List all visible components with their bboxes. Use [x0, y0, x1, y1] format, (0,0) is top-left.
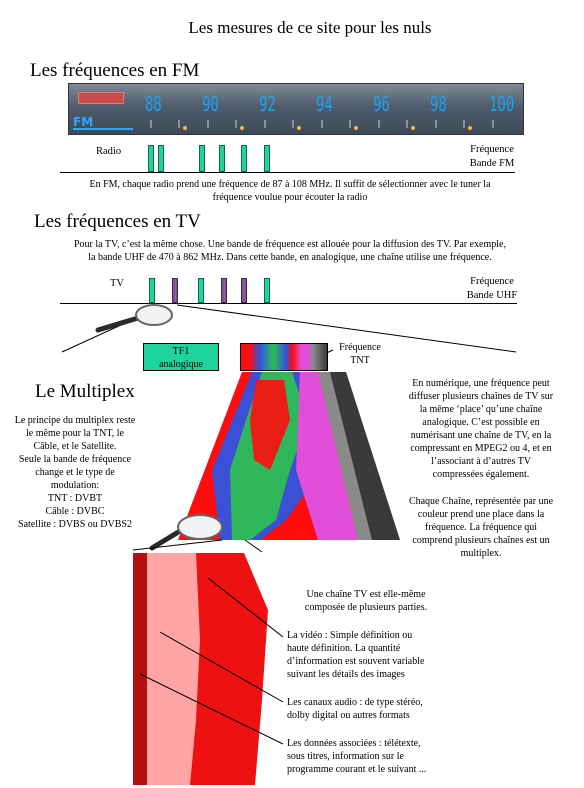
fm-station	[158, 145, 164, 172]
magnifier-icon	[149, 514, 223, 551]
multiplex-left-line: Câble : DVBC	[45, 506, 105, 517]
dial-ticks	[150, 120, 494, 130]
channel-intro-line: Une chaîne TV est elle-même	[306, 589, 426, 600]
tv-intro: Pour la TV, c’est la même chose. Une ban…	[30, 238, 550, 264]
tv-axis-label-line2: Bande UHF	[466, 289, 518, 301]
fm-caption-line1: En FM, chaque radio prend une fréquence …	[89, 179, 491, 190]
channel-audio-line: Les canaux audio : de type stéréo,	[287, 697, 423, 708]
dial-fm-label: FM	[73, 115, 94, 129]
tv-station-analog	[198, 278, 204, 303]
fm-station	[219, 145, 225, 172]
multiplex-right-line: l’associant à d’autres TV	[430, 456, 532, 467]
dial-number: 94	[316, 92, 333, 116]
multiplex-right-line: multiplex.	[460, 548, 502, 559]
multiplex-left-line: Satellite : DVBS ou DVBS2	[18, 519, 132, 530]
dial-scale: 88 90 92 94 96 98 100	[139, 92, 523, 132]
dial-brand-badge	[78, 92, 124, 104]
tnt-block	[240, 343, 328, 371]
multiplex-left-line: modulation:	[50, 480, 100, 491]
tf1-analog-block: TF1 analogique	[143, 343, 219, 371]
tnt-label-line2: TNT	[350, 355, 370, 366]
tv-station-tnt	[221, 278, 227, 303]
channel-video-text: La vidéo : Simple définition ou haute dé…	[287, 629, 487, 681]
dial-number: 88	[145, 92, 162, 116]
page-title: Les mesures de ce site pour les nuls	[188, 18, 432, 37]
fm-axis-line	[60, 172, 515, 173]
multiplex-right-line: comprend plusieurs chaînes est un	[412, 535, 550, 546]
channel-video-line: suivant les détails des images	[287, 669, 405, 680]
multiplex-right-line: compressées également.	[432, 469, 530, 480]
tv-station-tnt	[241, 278, 247, 303]
multiplex-left-line: Seule la bande de fréquence	[18, 454, 132, 465]
tv-axis-label: Fréquence Bande UHF	[460, 275, 524, 302]
multiplex-left-line: Câble, et le Satellite.	[33, 441, 117, 452]
channel-data-line: Les données associées : télétexte,	[287, 738, 421, 749]
magnifier-icon	[95, 304, 173, 333]
fm-axis-label-line2: Bande FM	[469, 157, 515, 169]
tnt-label: Fréquence TNT	[330, 341, 390, 367]
tnt-label-line1: Fréquence	[339, 342, 381, 353]
multiplex-left-text: Le principe du multiplex reste le même p…	[0, 414, 150, 531]
channel-audio-text: Les canaux audio : de type stéréo, dolby…	[287, 696, 487, 722]
dial-number: 90	[202, 92, 219, 116]
dial-number: 92	[259, 92, 276, 116]
multiplex-left-line: change et le type de	[35, 467, 115, 478]
fm-heading: Les fréquences en FM	[30, 60, 200, 81]
tv-axis-line	[60, 303, 517, 304]
multiplex-right-line: analogique. C’est possible en	[422, 417, 540, 428]
channel-intro-line: composée de plusieurs parties.	[304, 602, 428, 613]
dial-number: 96	[373, 92, 390, 116]
multiplex-right-line: En numérique, une fréquence peut	[412, 378, 550, 389]
channel-audio-line: dolby digital ou autres formats	[287, 710, 410, 721]
tv-axis-label-line1: Fréquence	[470, 276, 514, 287]
multiplex-right-line: couleur prend une place dans la	[417, 509, 545, 520]
multiplex-right-line: fréquence. La fréquence qui	[424, 522, 538, 533]
multiplex-left-line: le même pour la TNT, le	[26, 428, 124, 439]
fm-dial: FM 88 90 92 94 96 98 100	[68, 83, 524, 135]
fm-station	[264, 145, 270, 172]
tf1-label: TF1	[172, 346, 190, 357]
channel-video-line: La vidéo : Simple définition ou	[287, 630, 413, 641]
multiplex-right-text: En numérique, une fréquence peut diffuse…	[392, 377, 570, 560]
dial-number: 98	[430, 92, 447, 116]
multiplex-right-line: compressant en MPEG2 ou 4, et en	[410, 443, 552, 454]
channel-data-line: sous titres, information sur le	[287, 751, 404, 762]
fm-caption-line2: fréquence voulue pour écouter la radio	[212, 192, 368, 203]
tv-station-analog	[149, 278, 155, 303]
fm-caption: En FM, chaque radio prend une fréquence …	[40, 178, 540, 204]
dial-number: 100	[489, 92, 515, 116]
fm-station	[148, 145, 154, 172]
multiplex-right-line: numérisant une chaîne de TV, en la	[410, 430, 552, 441]
tv-station-tnt	[172, 278, 178, 303]
multiplex-left-line: TNT : DVBT	[47, 493, 103, 504]
channel-video-line: haute définition. La quantité	[287, 643, 401, 654]
channel-video-line: d’information est souvent variable	[287, 656, 425, 667]
tv-heading: Les fréquences en TV	[34, 211, 201, 232]
tv-intro-line1: Pour la TV, c’est la même chose. Une ban…	[73, 239, 506, 250]
channel-data-line: programme courant et le suivant ...	[287, 764, 427, 775]
multiplex-right-line: Chaque Chaîne, représentée par une	[408, 496, 554, 507]
multiplex-right-line: la même ‘place’ qu’une chaîne	[419, 404, 543, 415]
channel-intro: Une chaîne TV est elle-même composée de …	[286, 588, 446, 614]
fm-station	[241, 145, 247, 172]
fm-station	[199, 145, 205, 172]
multiplex-heading: Le Multiplex	[35, 381, 135, 402]
fm-axis-label: Fréquence Bande FM	[462, 143, 522, 170]
tv-intro-line2: la bande UHF de 470 à 862 MHz. Dans cett…	[88, 252, 492, 263]
multiplex-right-line: diffuser plusieurs chaînes de TV sur	[408, 391, 554, 402]
tf1-sublabel: analogique	[159, 359, 203, 370]
multiplex-left-line: Le principe du multiplex reste	[14, 415, 136, 426]
fm-axis-label-line1: Fréquence	[470, 144, 514, 155]
channel-data-text: Les données associées : télétexte, sous …	[287, 737, 487, 776]
dial-blue-line	[73, 128, 133, 130]
tv-station-analog	[264, 278, 270, 303]
tv-label: TV	[110, 278, 124, 289]
fm-radio-label: Radio	[96, 146, 122, 157]
